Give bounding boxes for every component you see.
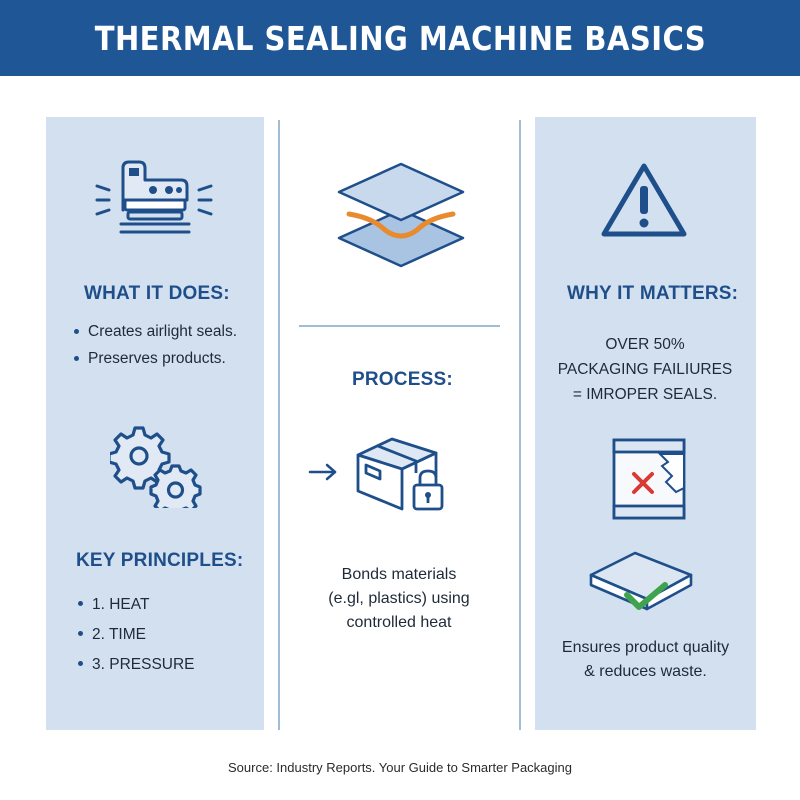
sealing-machine-icon	[95, 160, 213, 234]
what-it-does-list: Creates airlight seals. Preserves produc…	[72, 318, 237, 372]
failed-seal-package-icon	[612, 438, 686, 520]
divider-left	[278, 120, 280, 730]
why-it-matters-heading: WHY IT MATTERS:	[567, 283, 739, 304]
statistic-line: = IMROPER SEALS.	[572, 386, 718, 403]
list-item: 1. HEAT	[76, 590, 195, 620]
divider-center	[299, 325, 500, 327]
process-line: (e.gl, plastics) using	[328, 590, 470, 607]
list-item: Preserves products.	[72, 345, 237, 372]
layers-icon	[337, 162, 465, 268]
source-footnote: Source: Industry Reports. Your Guide to …	[228, 760, 572, 775]
list-item: 2. TIME	[76, 620, 195, 650]
key-principles-heading: KEY PRINCIPLES:	[76, 550, 244, 571]
statistic-line: OVER 50%	[605, 336, 685, 353]
arrow-right-icon	[308, 463, 337, 481]
sealed-package-check-icon	[589, 551, 693, 611]
outcome-line: Ensures product quality	[561, 639, 730, 656]
locked-box-icon	[356, 437, 444, 511]
divider-right	[519, 120, 521, 730]
key-principles-list: 1. HEAT 2. TIME 3. PRESSURE	[76, 590, 195, 680]
process-description: Bonds materials (e.gl, plastics) using c…	[299, 563, 499, 635]
page-title: THERMAL SEALING MACHINE BASICS	[94, 18, 706, 58]
process-heading: PROCESS:	[352, 369, 453, 390]
what-it-does-heading: WHAT IT DOES:	[84, 283, 230, 304]
gears-icon	[110, 426, 202, 508]
title-banner: THERMAL SEALING MACHINE BASICS	[0, 0, 800, 76]
process-line: controlled heat	[346, 614, 452, 631]
outcome-line: & reduces waste.	[584, 663, 707, 680]
failure-statistic: OVER 50% PACKAGING FAILIURES = IMROPER S…	[545, 332, 745, 407]
statistic-line: PACKAGING FAILIURES	[557, 361, 733, 378]
list-item: 3. PRESSURE	[76, 650, 195, 680]
outcome-statement: Ensures product quality & reduces waste.	[535, 636, 756, 684]
process-line: Bonds materials	[341, 566, 457, 583]
list-item: Creates airlight seals.	[72, 318, 237, 345]
warning-icon	[601, 163, 687, 237]
